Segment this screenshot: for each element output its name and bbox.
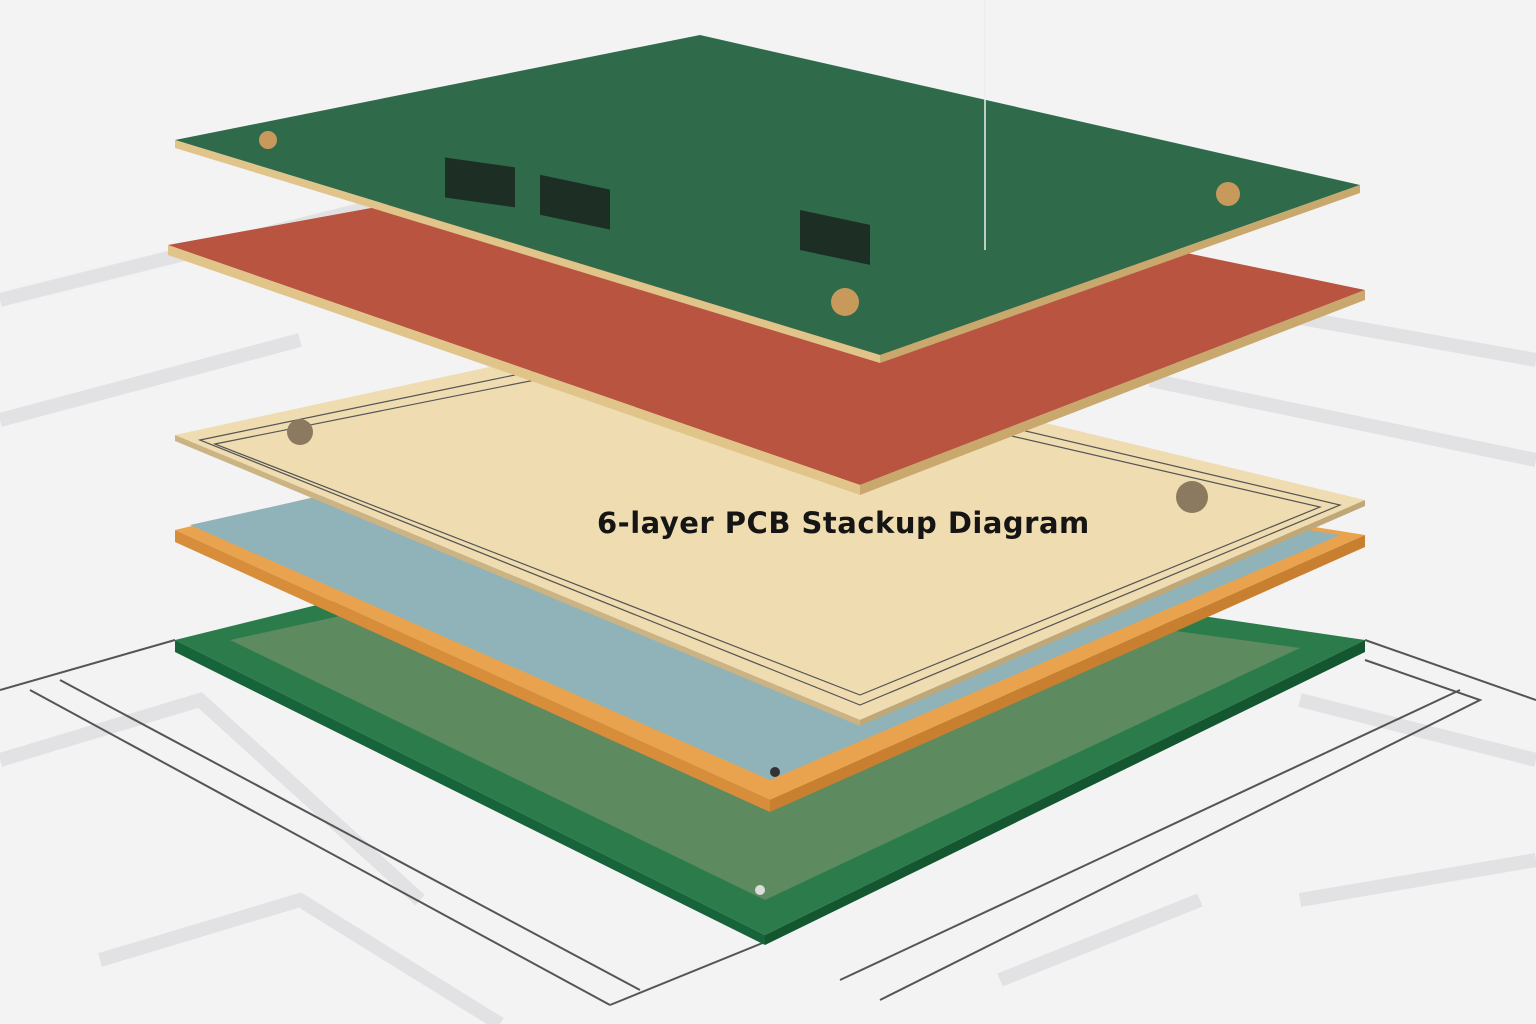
layer-top-green (175, 0, 1360, 363)
diagram-title: 6-layer PCB Stackup Diagram (597, 506, 1090, 540)
base-outline (0, 639, 1536, 1006)
layer-inner-beige (175, 330, 1365, 726)
